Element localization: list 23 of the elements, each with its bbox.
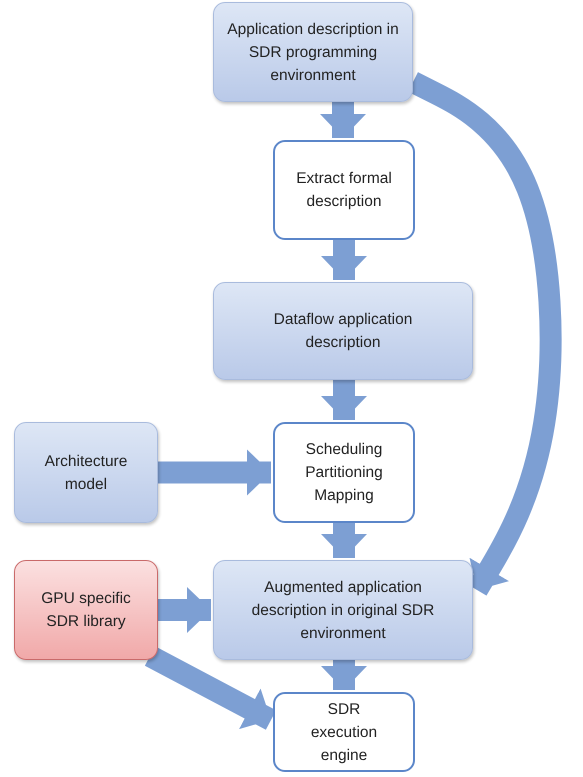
node-label: Dataflow application description	[272, 310, 414, 353]
block-arrow	[320, 102, 366, 138]
step-box	[273, 140, 415, 240]
block-arrow	[158, 587, 211, 633]
node-label: SDR execution engine	[310, 700, 378, 766]
block-arrow	[321, 380, 367, 420]
node-label: Architecture model	[44, 452, 128, 494]
step-box	[273, 692, 415, 772]
process-box	[213, 282, 473, 380]
process-box	[213, 560, 473, 660]
process-box	[14, 422, 158, 523]
node-label: Scheduling Partitioning Mapping	[304, 440, 384, 506]
process-box	[213, 2, 413, 102]
block-arrow	[158, 450, 271, 496]
library-box	[14, 560, 158, 660]
step-box	[273, 422, 415, 523]
block-arrow	[321, 660, 367, 690]
block-arrow	[321, 240, 367, 280]
node-label: Extract formal description	[295, 169, 393, 212]
node-label: Application description in SDR programming environment	[226, 20, 400, 86]
node-label: GPU specific SDR library	[40, 589, 132, 632]
node-label: Augmented application description in original SDR environment	[250, 578, 436, 644]
block-arrow	[321, 523, 367, 558]
